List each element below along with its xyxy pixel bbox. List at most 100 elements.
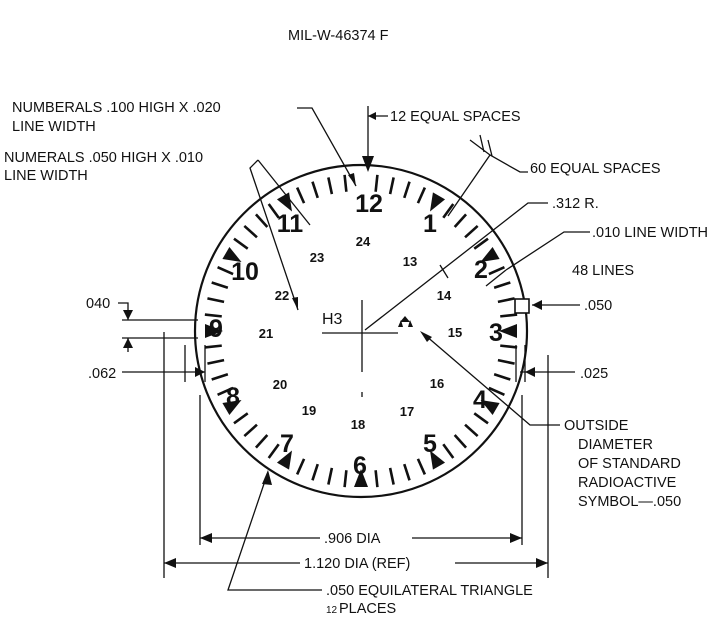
outer-numeral: 9 <box>209 315 223 343</box>
minute-tick <box>233 237 249 250</box>
outer-numeral: 2 <box>474 256 488 284</box>
minute-tick <box>473 237 489 250</box>
minute-tick <box>211 373 229 381</box>
inner-numeral: 22 <box>275 288 289 303</box>
callout-square: .050 <box>584 298 612 314</box>
inner-numeral: 21 <box>259 326 273 341</box>
minute-tick <box>343 470 348 488</box>
hour-triangle <box>354 469 368 487</box>
hour-triangle <box>222 400 242 416</box>
leader-radioactive <box>424 334 560 426</box>
minute-tick <box>295 458 306 475</box>
leader-radius <box>364 202 548 331</box>
outer-numeral: 10 <box>231 258 259 286</box>
minute-tick <box>442 203 455 219</box>
minute-tick <box>488 265 505 276</box>
minute-tick <box>374 174 379 192</box>
leader-numerals-050-b <box>257 159 311 226</box>
minute-tick <box>500 344 518 349</box>
outer-numeral: 1 <box>423 210 437 238</box>
callout-1120: 1.120 DIA (REF) <box>304 556 410 572</box>
radioactive-symbol-icon <box>398 316 413 327</box>
minute-tick <box>243 423 258 438</box>
hour-triangle <box>499 324 517 338</box>
minute-tick <box>473 412 489 425</box>
inner-numeral: 20 <box>273 377 287 392</box>
minute-tick <box>488 386 505 397</box>
callout-radio-4: RADIOACTIVE <box>578 475 677 491</box>
dial-outline <box>193 163 529 499</box>
callout-12-equal: 12 EQUAL SPACES <box>390 109 521 125</box>
minute-tick <box>442 443 455 459</box>
minute-tick <box>207 297 225 304</box>
outer-numeral: 4 <box>473 386 487 414</box>
center-crosshair <box>322 300 398 397</box>
leader-numerals-100 <box>297 107 357 187</box>
inner-numeral: 18 <box>351 417 365 432</box>
minute-tick <box>204 313 222 318</box>
callout-radio-5: SYMBOL—.050 <box>578 494 681 510</box>
minute-tick <box>207 358 225 365</box>
minute-tick <box>233 412 249 425</box>
inner-numeral: 23 <box>310 250 324 265</box>
callout-triangle-count: 12 <box>326 605 338 616</box>
hour-triangle <box>430 450 446 470</box>
hour-triangle <box>480 400 500 416</box>
minute-tick <box>311 463 319 481</box>
outer-numeral: 8 <box>226 383 240 411</box>
minute-tick <box>204 344 222 349</box>
outer-numeral: 5 <box>423 430 437 458</box>
minute-tick <box>497 297 515 304</box>
minute-tick <box>327 177 334 195</box>
center-mark-label: H3 <box>322 311 343 328</box>
callout-numerals-100: NUMBERALS .100 HIGH X .020 <box>12 100 221 116</box>
minute-tick-marks <box>204 174 518 488</box>
inner-numeral: 19 <box>302 403 316 418</box>
minute-tick <box>388 177 395 195</box>
hour-triangle <box>276 450 292 470</box>
hour-triangle <box>430 192 446 212</box>
outer-numeral: 6 <box>353 452 367 480</box>
callout-025: .025 <box>580 366 608 382</box>
callout-062: .062 <box>88 366 116 382</box>
minute-tick <box>416 458 427 475</box>
minute-tick <box>403 463 411 481</box>
hour-triangle <box>222 246 242 262</box>
callout-numerals-050-b: LINE WIDTH <box>4 168 88 184</box>
callout-040: 040 <box>86 296 110 312</box>
callout-triangle-word: PLACES <box>339 601 396 617</box>
hour-triangle <box>205 324 223 338</box>
minute-tick <box>493 373 511 381</box>
minute-tick <box>500 313 518 318</box>
leader-line-width <box>505 231 590 271</box>
callout-radio-1: OUTSIDE <box>564 418 629 434</box>
minute-tick <box>343 174 348 192</box>
outer-numeral: 11 <box>277 210 304 238</box>
minute-tick <box>388 467 395 485</box>
callout-radio-3: OF STANDARD <box>578 456 681 472</box>
minute-tick <box>497 358 515 365</box>
minute-tick <box>295 187 306 204</box>
minute-tick <box>254 434 269 449</box>
minute-tick <box>267 443 280 459</box>
minute-tick <box>311 181 319 199</box>
inner-numeral: 15 <box>448 325 462 340</box>
minute-tick <box>374 470 379 488</box>
minute-tick <box>403 181 411 199</box>
luminous-square-marker <box>514 298 530 314</box>
minute-tick <box>453 434 468 449</box>
minute-tick <box>453 213 468 228</box>
callout-numerals-100-b: LINE WIDTH <box>12 119 96 135</box>
leader-numerals-050-a <box>249 159 299 311</box>
minute-tick <box>217 386 234 397</box>
callout-radius: .312 R. <box>552 196 599 212</box>
minute-tick <box>217 265 234 276</box>
minute-tick <box>211 281 229 289</box>
inner-numeral: 16 <box>430 376 444 391</box>
minute-tick <box>267 203 280 219</box>
outer-numeral: 7 <box>280 430 294 458</box>
leader-60-equal <box>469 139 528 173</box>
minute-tick <box>493 281 511 289</box>
